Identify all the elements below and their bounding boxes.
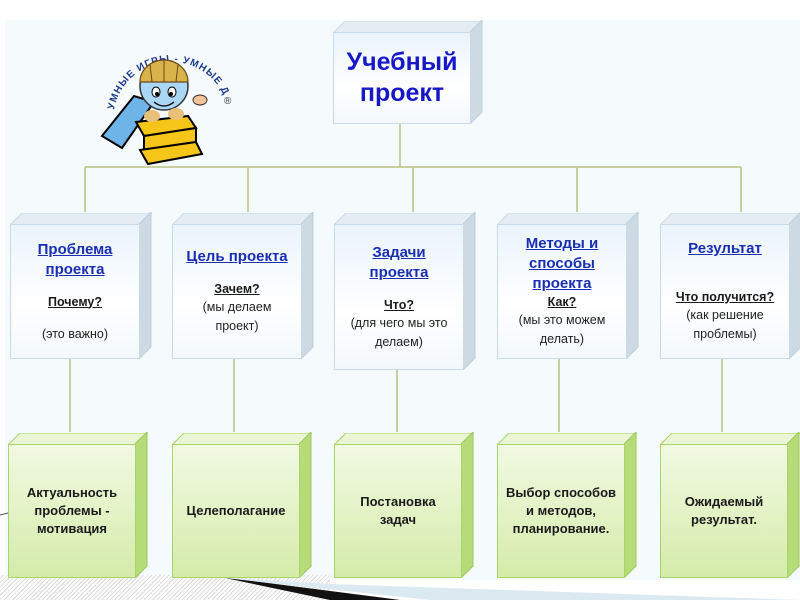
category-note: (как решение проблемы) <box>686 308 764 341</box>
category-note: (это важно) <box>41 326 109 341</box>
logo-icon: УМНЫЕ ИГРЫ - УМНЫЕ ДЕТИ ® <box>92 18 232 166</box>
category-title: Методы и способы проекта <box>525 235 599 292</box>
result-text: Целеполагание <box>186 503 286 518</box>
root-title: Учебный проект <box>346 48 458 107</box>
category-title: Цель проекта <box>186 248 288 265</box>
result-box-2: Целеполагание <box>170 430 314 580</box>
category-note: (для чего мы это делаем) <box>350 315 448 349</box>
result-box-4: Выбор способов и методов, планирование. <box>495 430 639 580</box>
category-box-goal: Цель проекта Зачем? (мы делаем проект) <box>170 210 316 361</box>
category-question: Что? <box>383 297 414 312</box>
category-title: Результат <box>688 240 762 257</box>
category-title: Проблема проекта <box>37 240 113 278</box>
category-question: Зачем? <box>214 282 260 296</box>
category-box-tasks: Задачи проекта Что? (для чего мы это дел… <box>332 210 478 372</box>
category-note: (мы делаем проект) <box>202 300 272 333</box>
result-box-1: Актуальность проблемы - мотивация <box>6 430 150 580</box>
category-title: Задачи проекта <box>369 243 429 281</box>
registered-mark: ® <box>224 96 232 107</box>
category-box-result: Результат Что получится? (как решение пр… <box>658 212 800 361</box>
result-box-5: Ожидаемый результат. <box>658 430 800 580</box>
category-box-problem: Проблема проекта Почему? (это важно) <box>8 210 154 361</box>
result-text: Актуальность проблемы - мотивация <box>26 485 118 536</box>
result-text: Выбор способов и методов, планирование. <box>506 485 616 536</box>
category-note: (мы это можем делать) <box>518 313 606 346</box>
root-box: Учебный проект <box>331 18 485 126</box>
category-question: Почему? <box>47 294 103 309</box>
result-text: Постановка задач <box>360 494 436 527</box>
category-question: Что получится? <box>675 290 775 304</box>
category-question: Как? <box>547 295 577 309</box>
hatched-decoration <box>0 575 330 600</box>
result-box-3: Постановка задач <box>332 430 476 580</box>
result-text: Ожидаемый результат. <box>684 494 764 527</box>
category-box-methods: Методы и способы проекта Как? (мы это мо… <box>495 210 641 361</box>
